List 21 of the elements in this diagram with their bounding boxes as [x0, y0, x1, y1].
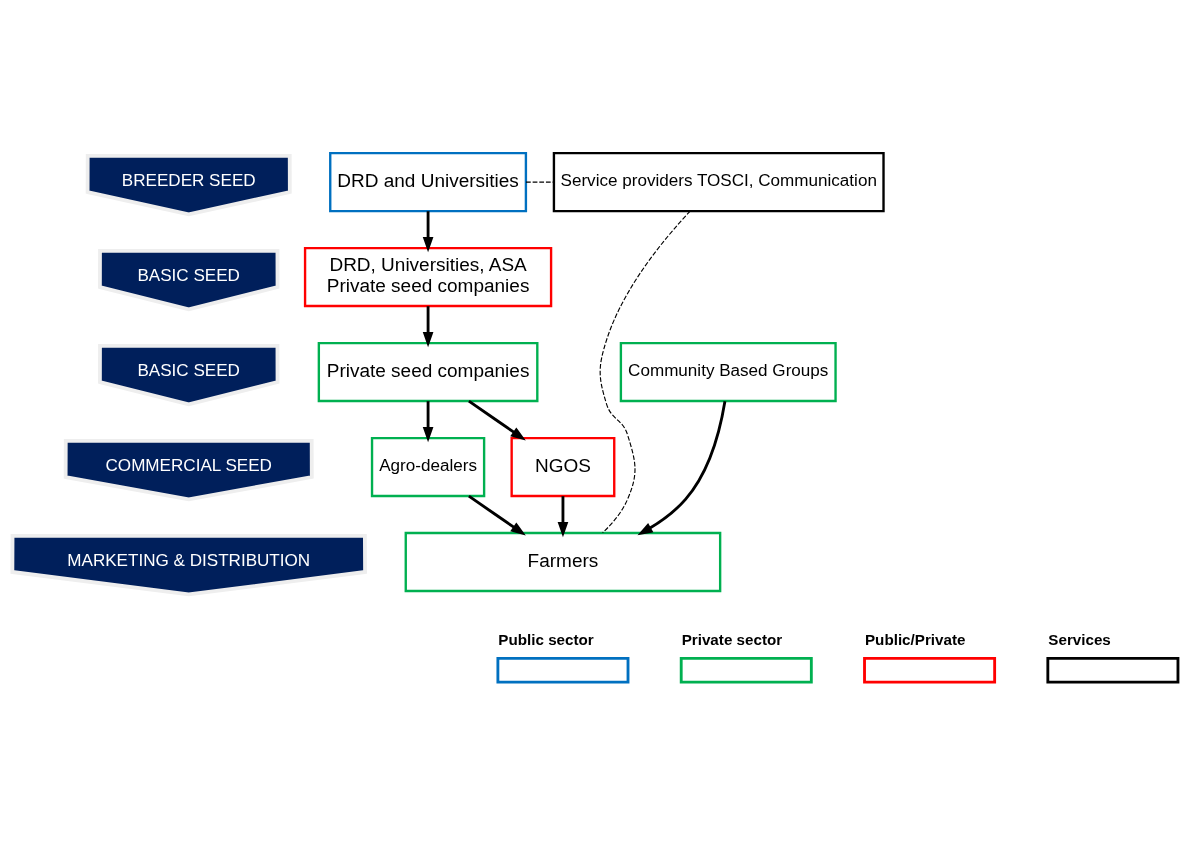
- arrow: [422, 401, 434, 443]
- arrow: [637, 400, 727, 536]
- connector: [599, 210, 691, 534]
- arrow: [422, 306, 434, 348]
- legend-label: Public sector: [498, 631, 594, 649]
- legend-label: Public/Private: [865, 631, 966, 649]
- node-box: Service providers TOSCI, Communication: [552, 151, 885, 213]
- legend-label: Services: [1048, 631, 1111, 649]
- node-box: Community Based Groups: [619, 341, 837, 403]
- node-box: Farmers: [404, 531, 722, 593]
- legend-label: Private sector: [681, 631, 783, 649]
- arrow: [557, 496, 569, 538]
- node-box: Private seed companies: [317, 341, 539, 403]
- arrow: [422, 211, 434, 253]
- node-box: DRD, Universities, ASA Private seed companies: [303, 246, 553, 308]
- node-box: Agro-dealers: [370, 436, 486, 498]
- node-box: DRD and Universities: [329, 151, 528, 213]
- node-box: NGOS: [510, 436, 616, 498]
- connector: [525, 181, 555, 183]
- arrow: [468, 495, 526, 536]
- arrow: [468, 400, 526, 441]
